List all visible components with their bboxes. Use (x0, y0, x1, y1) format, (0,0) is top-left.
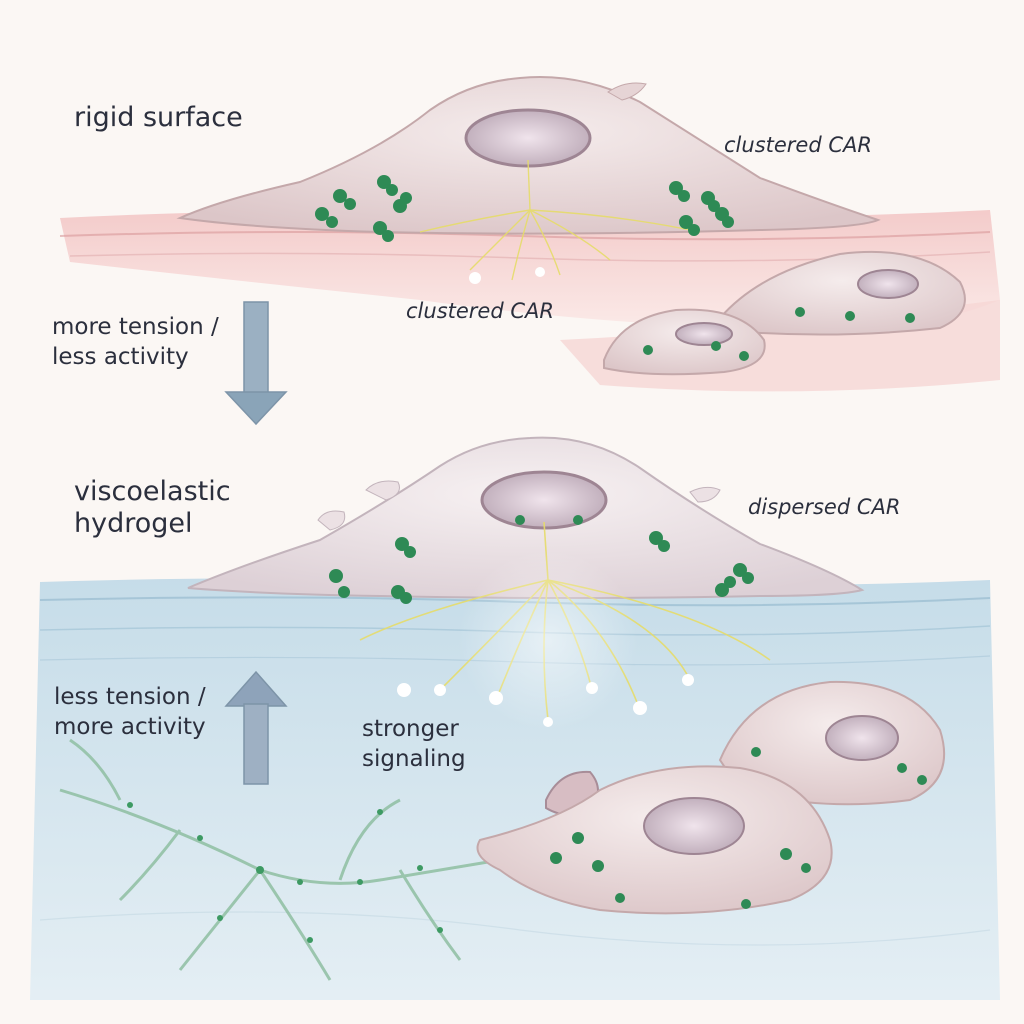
clustered-car-label-top: clustered CAR (724, 133, 872, 157)
signal-glow (397, 550, 694, 730)
clustered-car-label-center: clustered CAR (406, 299, 554, 323)
less-tension-line-1: less tension / (54, 684, 206, 710)
viscoelastic-line-2: hydrogel (74, 508, 193, 539)
car-dispersed (329, 515, 754, 604)
small-cells-rigid (603, 251, 966, 376)
more-tension-line-1: more tension / (52, 314, 219, 340)
stronger-signaling-line-2: signaling (362, 746, 466, 772)
large-t-cell-hydrogel (187, 436, 865, 599)
signal-lines-rigid (419, 159, 701, 281)
more-tension-label: more tension / less activity (52, 312, 219, 372)
stronger-signaling-label: stronger signaling (362, 714, 466, 774)
fiber-nodes (127, 802, 443, 943)
arrow-down-icon (224, 301, 288, 426)
arrow-up-icon (224, 670, 288, 785)
viscoelastic-hydrogel-label: viscoelastic hydrogel (74, 476, 231, 540)
more-tension-line-2: less activity (52, 344, 189, 370)
rigid-surface-label: rigid surface (74, 102, 243, 133)
less-tension-line-2: more activity (54, 714, 206, 740)
signal-node (535, 267, 545, 277)
viscoelastic-line-1: viscoelastic (74, 476, 231, 507)
dispersed-car-label: dispersed CAR (748, 495, 901, 519)
stronger-signaling-line-1: stronger (362, 716, 459, 742)
signal-node (469, 272, 481, 284)
less-tension-label: less tension / more activity (54, 682, 206, 742)
car-clusters-rigid (315, 175, 734, 242)
small-cells-hydrogel (476, 680, 946, 915)
